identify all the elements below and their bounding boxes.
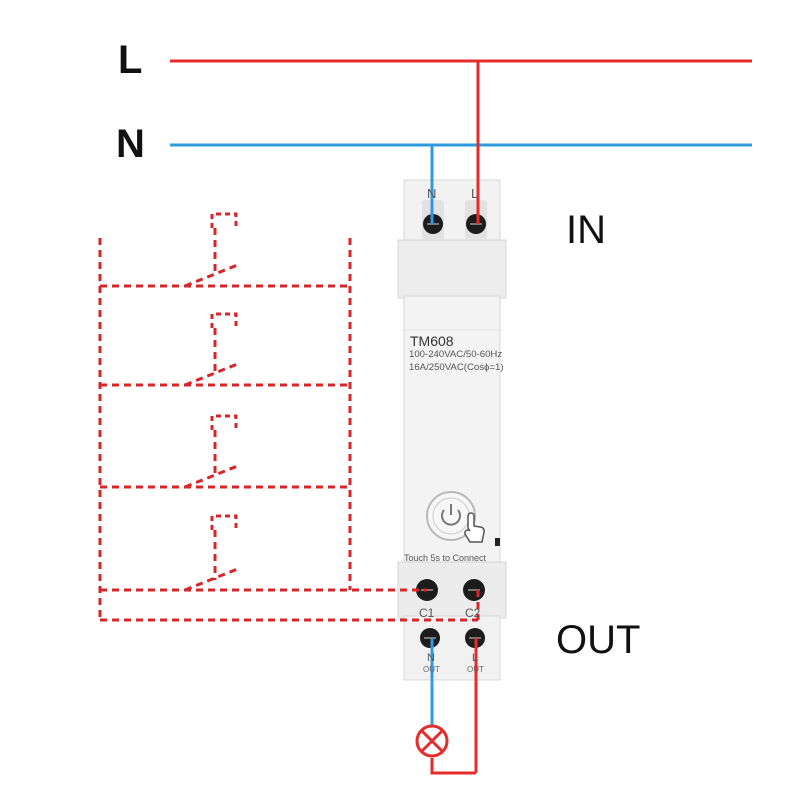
out-label: OUT xyxy=(556,618,641,662)
terminal-top-l xyxy=(465,200,487,240)
terminal-c2-label: C2 xyxy=(465,606,481,620)
device-model: TM608 xyxy=(410,333,454,349)
touch-hint: Touch 5s to Connect xyxy=(404,553,487,563)
dashed-switch-network xyxy=(98,228,480,622)
line-n-label: N xyxy=(116,122,145,166)
terminal-bottom-n-label: N xyxy=(427,652,435,664)
neutral-lamp-return xyxy=(430,758,476,775)
terminal-bottom-n-sub: OUT xyxy=(423,665,440,674)
lamp-icon xyxy=(415,724,449,758)
terminal-c1-label: C1 xyxy=(419,606,435,620)
in-label: IN xyxy=(566,208,606,252)
terminal-bottom-l-sub: OUT xyxy=(467,665,484,674)
terminal-c2 xyxy=(463,579,485,601)
terminal-bottom-n xyxy=(420,628,440,648)
terminal-top-n-label: N xyxy=(427,186,437,201)
line-l-label: L xyxy=(118,38,143,82)
device-body xyxy=(397,179,507,681)
device-voltage: 100-240VAC/50-60Hz xyxy=(409,349,503,360)
status-led xyxy=(495,538,500,546)
device-rating: 16A/250VAC(Cosϕ=1) xyxy=(409,362,504,373)
switch-caps xyxy=(210,212,238,530)
terminal-bottom-l-label: L xyxy=(472,652,479,664)
terminal-top-l-label: L xyxy=(471,186,479,201)
hand-pointer-icon xyxy=(464,512,485,543)
